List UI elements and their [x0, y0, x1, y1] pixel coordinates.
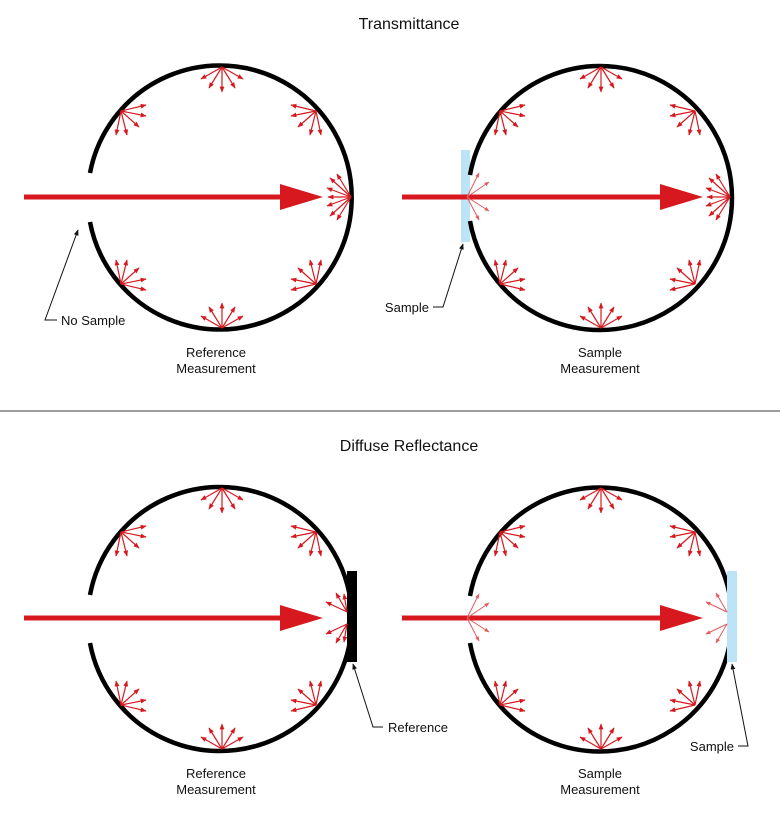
wall-scatter-lower-left [493, 680, 526, 713]
caption-line1: Reference [186, 345, 246, 360]
wall-scatter-top [200, 487, 244, 514]
caption-line2: Measurement [176, 361, 256, 376]
scatter-arrows-icon [705, 173, 731, 221]
reflectance-reference-panel: Reference Reference Measurement [24, 484, 448, 797]
wall-scatter-upper-right [290, 103, 323, 136]
callout-sample: Sample [385, 300, 429, 315]
wall-scatter-upper-right [669, 103, 702, 136]
transmittance-reference-panel: No Sample Reference Measurement [24, 63, 354, 376]
beam-arrowhead-icon [660, 605, 703, 631]
integrating-sphere [87, 63, 354, 332]
integrating-sphere [467, 63, 735, 333]
wall-scatter-top [200, 66, 244, 93]
caption-line1: Reference [186, 766, 246, 781]
wall-scatter-lower-right [290, 680, 323, 713]
section-title-transmittance: Transmittance [359, 16, 460, 33]
wall-scatter-lower-left [114, 680, 147, 713]
port-scatter-arrows-icon [466, 593, 490, 642]
caption-line1: Sample [578, 766, 622, 781]
callout-sample: Sample [690, 739, 734, 754]
reflectance-sample-panel: Sample Sample Measurement [402, 485, 749, 797]
wall-scatter-upper-left [114, 524, 147, 557]
wall-scatter-lower-right [669, 259, 702, 292]
wall-scatter-bottom [200, 302, 244, 329]
caption-line2: Measurement [560, 782, 640, 797]
wall-scatter-top [579, 487, 623, 514]
section-title-diffuse-reflectance: Diffuse Reflectance [340, 438, 479, 455]
reference-standard [347, 571, 357, 662]
transmittance-sample-panel: Sample Sample Measurement [385, 63, 735, 376]
caption-line1: Sample [578, 345, 622, 360]
sample-scatter-arrows-icon [466, 172, 490, 221]
beam-arrowhead-icon [280, 184, 323, 210]
callout-reference: Reference [388, 720, 448, 735]
beam-arrowhead-icon [280, 605, 323, 631]
callout-no-sample: No Sample [61, 313, 125, 328]
scatter-arrows-icon [326, 173, 352, 221]
wall-scatter-top [579, 66, 623, 93]
wall-scatter-upper-left [114, 103, 147, 136]
wall-scatter-upper-left [493, 103, 526, 136]
wall-scatter-lower-left [493, 259, 526, 292]
sample-slab [727, 571, 737, 662]
scatter-arrows-icon [325, 592, 348, 644]
wall-scatter-lower-left [114, 259, 147, 292]
callout-leader [352, 663, 383, 728]
wall-scatter-upper-right [669, 524, 702, 557]
wall-scatter-lower-right [290, 259, 323, 292]
sample-scatter-arrows-icon [705, 592, 728, 644]
wall-scatter-lower-right [669, 680, 702, 713]
caption-line2: Measurement [176, 782, 256, 797]
callout-leader [44, 229, 79, 321]
wall-scatter-bottom [200, 723, 244, 750]
caption-line2: Measurement [560, 361, 640, 376]
wall-scatter-upper-left [493, 524, 526, 557]
wall-scatter-bottom [579, 302, 623, 329]
beam-arrowhead-icon [660, 184, 703, 210]
wall-scatter-bottom [579, 723, 623, 750]
callout-leader [730, 663, 749, 747]
wall-scatter-upper-right [290, 524, 323, 557]
callout-leader [433, 243, 464, 308]
